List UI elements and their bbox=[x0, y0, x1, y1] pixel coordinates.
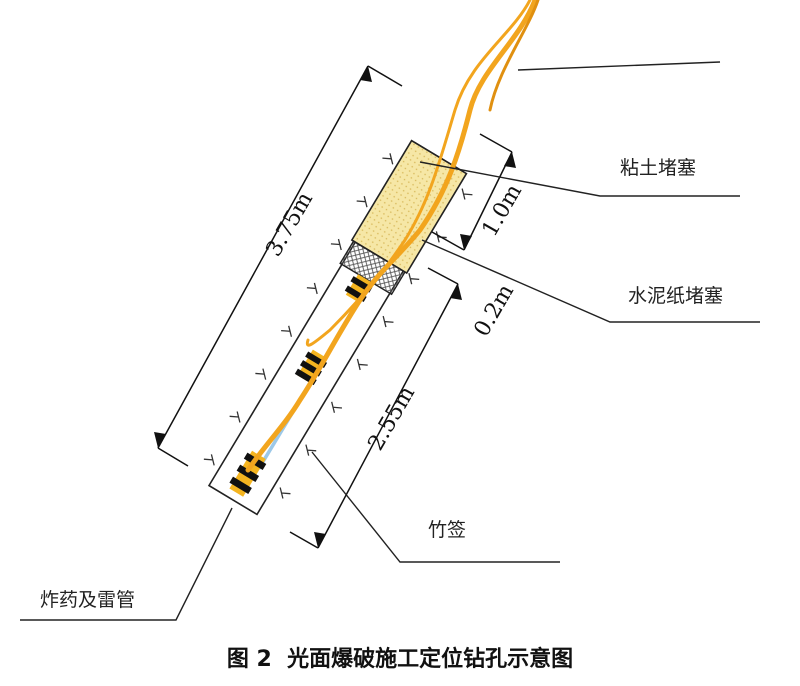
leader-explosive bbox=[20, 507, 233, 621]
dimension-arrows bbox=[154, 66, 516, 548]
leader-bamboo bbox=[311, 451, 560, 563]
rock-hatch-right bbox=[279, 188, 473, 499]
leader-cement bbox=[421, 239, 760, 323]
dim-charge-text: 2.55m bbox=[364, 382, 421, 455]
leader-lines bbox=[20, 61, 760, 621]
label-clay-plug: 粘土堵塞 bbox=[620, 157, 696, 179]
label-explosive-detonator: 炸药及雷管 bbox=[40, 589, 135, 611]
dim-charge-line bbox=[317, 283, 459, 549]
leader-clay bbox=[419, 161, 740, 197]
dim-clay-text: 1.0m bbox=[478, 180, 528, 241]
dim-cement-text: 0.2m bbox=[470, 280, 520, 341]
detonating-fuse bbox=[245, 0, 540, 473]
figure-caption: 图 2 光面爆破施工定位钻孔示意图 bbox=[227, 646, 573, 672]
leader-top bbox=[517, 61, 721, 71]
dim-clay-line bbox=[463, 151, 513, 251]
dim-total-text: 3.75m bbox=[262, 188, 319, 261]
dimension-lines bbox=[157, 65, 513, 549]
label-cement-paper-plug: 水泥纸堵塞 bbox=[628, 285, 723, 307]
label-bamboo-stick: 竹签 bbox=[428, 519, 466, 541]
rock-hatch-left bbox=[203, 153, 394, 466]
explosive-charge-bottom bbox=[229, 450, 267, 497]
borehole-group bbox=[203, 139, 473, 516]
dim-total-line bbox=[157, 65, 369, 449]
